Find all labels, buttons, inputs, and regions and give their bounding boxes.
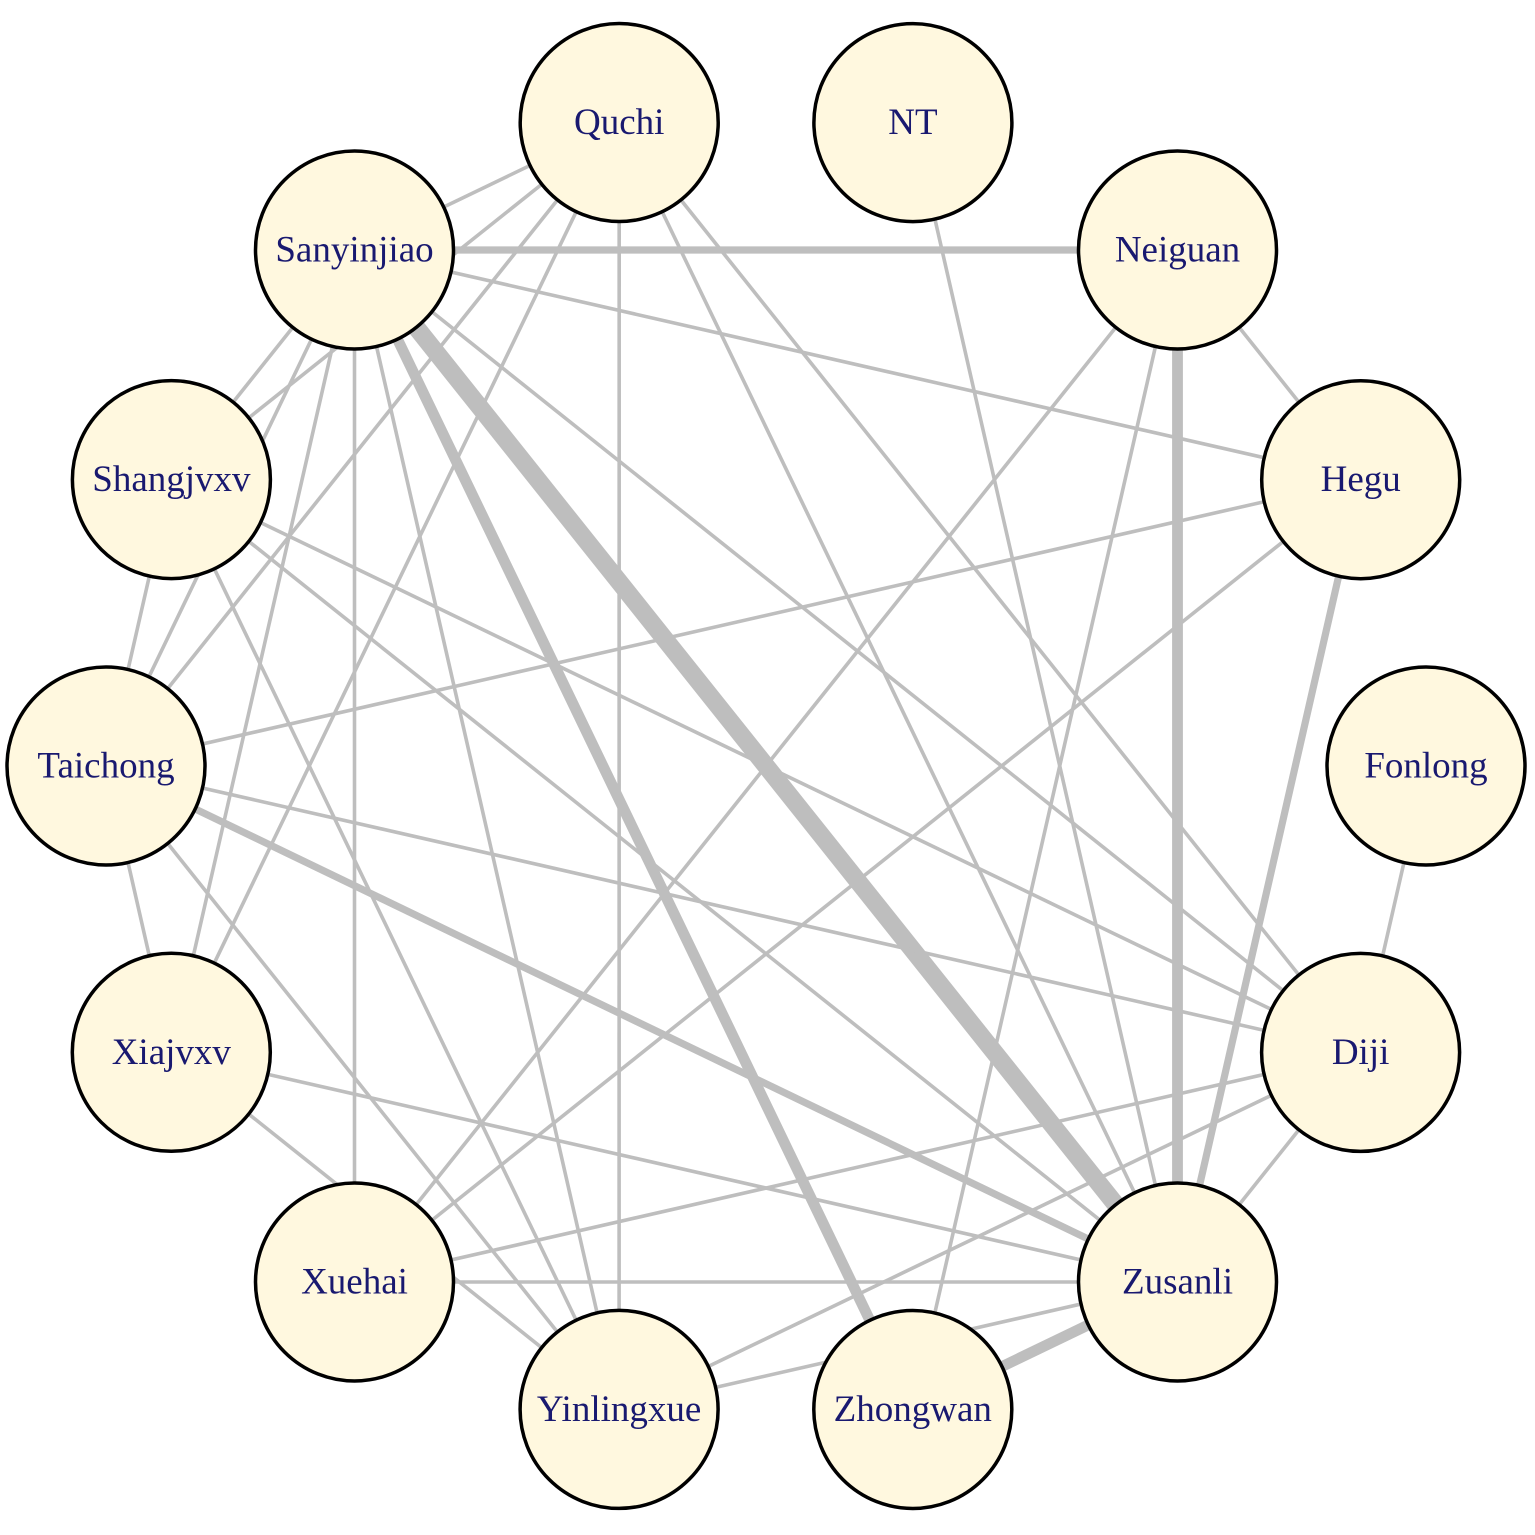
- node-label-fonlong: Fonlong: [1364, 746, 1487, 787]
- node-circle-xiajvxv: [70, 951, 273, 1154]
- node-label-zhongwan: Zhongwan: [834, 1389, 992, 1430]
- edge-shangjvxv-yinlingxue: [169, 478, 621, 1411]
- node-circle-quchi: [518, 21, 720, 224]
- edge-quchi-taichong: [104, 121, 621, 768]
- edge-xiajvxv-zusanli: [170, 1050, 1178, 1284]
- edge-diji-yinlingxue: [618, 1050, 1362, 1412]
- edge-hegu-taichong: [105, 477, 1362, 768]
- node-circle-neiguan: [1076, 149, 1279, 351]
- node-xuehai: Xuehai: [253, 1181, 456, 1383]
- node-label-zusanli: Zusanli: [1122, 1262, 1233, 1303]
- node-circle-fonlong: [1325, 665, 1527, 867]
- node-label-nt: NT: [888, 102, 937, 143]
- edge-sanyinjiao-zhongwan: [349, 247, 918, 1412]
- edge-sanyinjiao-xiajvxv: [169, 249, 357, 1053]
- node-sanyinjiao: Sanyinjiao: [253, 149, 456, 351]
- edge-diji-taichong: [105, 764, 1362, 1055]
- node-fonlong: Fonlong: [1325, 665, 1527, 867]
- edge-sanyinjiao-yinlingxue: [352, 249, 621, 1410]
- node-hegu: Hegu: [1259, 378, 1462, 581]
- node-circle-nt: [812, 21, 1014, 224]
- node-circle-yinlingxue: [518, 1308, 720, 1511]
- edge-quchi-xiajvxv: [169, 121, 621, 1054]
- node-taichong: Taichong: [5, 665, 207, 867]
- node-neiguan: Neiguan: [1076, 149, 1279, 351]
- node-label-yinlingxue: Yinlingxue: [537, 1389, 701, 1430]
- node-label-taichong: Taichong: [37, 746, 174, 787]
- edge-nt-zusanli: [911, 122, 1180, 1283]
- node-circle-sanyinjiao: [253, 149, 456, 351]
- node-nt: NT: [812, 21, 1014, 224]
- edge-neiguan-zhongwan: [911, 249, 1180, 1410]
- node-label-hegu: Hegu: [1321, 459, 1401, 500]
- node-circle-hegu: [1259, 378, 1462, 581]
- node-label-shangjvxv: Shangjvxv: [92, 459, 251, 500]
- node-label-xuehai: Xuehai: [301, 1262, 408, 1303]
- edge-hegu-sanyinjiao: [354, 248, 1362, 482]
- edge-quchi-diji: [617, 121, 1363, 1054]
- edge-diji-sanyinjiao: [353, 248, 1362, 1054]
- node-circle-zhongwan: [812, 1308, 1014, 1511]
- node-zhongwan: Zhongwan: [812, 1308, 1014, 1511]
- edge-diji-shangjvxv: [170, 477, 1362, 1055]
- edge-hegu-zusanli: [1173, 478, 1365, 1283]
- edge-quchi-zusanli: [617, 121, 1180, 1283]
- node-label-diji: Diji: [1332, 1032, 1390, 1073]
- node-zusanli: Zusanli: [1076, 1181, 1279, 1383]
- node-diji: Diji: [1259, 951, 1462, 1154]
- node-label-quchi: Quchi: [574, 102, 664, 143]
- node-circle-zusanli: [1076, 1181, 1279, 1383]
- node-circle-taichong: [5, 665, 207, 867]
- node-circle-xuehai: [253, 1181, 456, 1383]
- node-yinlingxue: Yinlingxue: [518, 1308, 720, 1511]
- edge-taichong-yinlingxue: [104, 764, 621, 1411]
- node-circle-diji: [1259, 951, 1462, 1154]
- node-label-sanyinjiao: Sanyinjiao: [275, 230, 433, 271]
- node-shangjvxv: Shangjvxv: [70, 378, 273, 581]
- edge-diji-xuehai: [354, 1050, 1362, 1284]
- node-circle-shangjvxv: [70, 378, 273, 581]
- edge-shangjvxv-zusanli: [170, 478, 1179, 1284]
- edge-taichong-zusanli: [104, 762, 1180, 1286]
- node-label-xiajvxv: Xiajvxv: [112, 1032, 232, 1073]
- edge-hegu-xuehai: [353, 478, 1362, 1284]
- node-xiajvxv: Xiajvxv: [70, 951, 273, 1154]
- node-quchi: Quchi: [518, 21, 720, 224]
- node-label-neiguan: Neiguan: [1115, 230, 1240, 271]
